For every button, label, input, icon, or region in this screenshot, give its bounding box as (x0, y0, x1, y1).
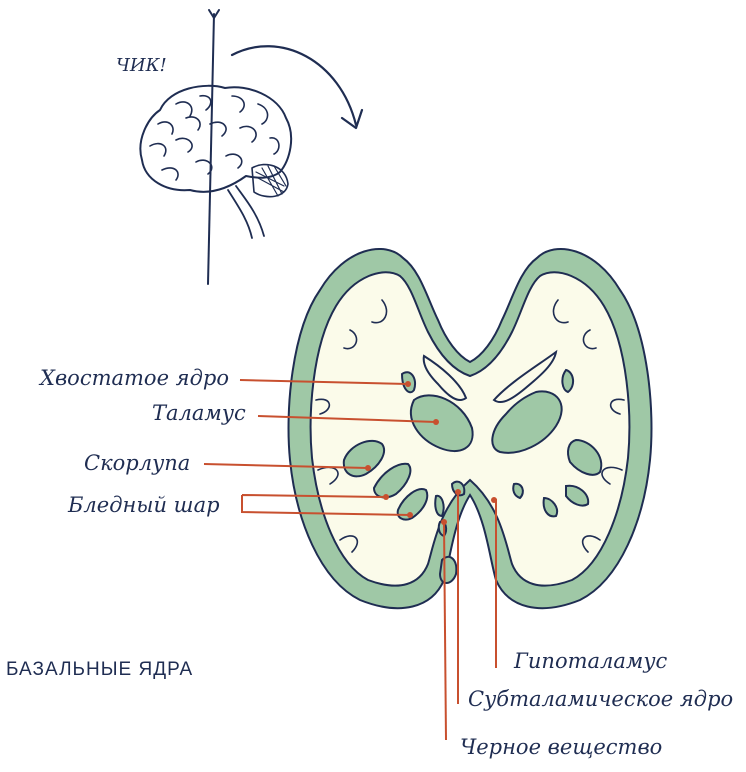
curved-arrow-icon (230, 45, 364, 130)
label-caudate-nucleus: Хвостатое ядро (38, 366, 229, 390)
brain-side-view-icon (139, 9, 293, 285)
coronal-brain-section (287, 248, 653, 610)
click-text: ЧИК! (116, 55, 167, 76)
label-substantia-nigra: Черное вещество (460, 735, 662, 759)
label-thalamus: Таламус (152, 401, 246, 425)
label-globus-pallidus: Бледный шар (67, 493, 220, 517)
leader-lines (203, 379, 497, 741)
caption: БАЗАЛЬНЫЕ ЯДРА (6, 659, 193, 680)
label-hypothalamus: Гипоталамус (513, 649, 668, 673)
label-putamen: Скорлупа (84, 451, 190, 475)
label-subthalamic-nucleus: Субталамическое ядро (468, 687, 733, 711)
